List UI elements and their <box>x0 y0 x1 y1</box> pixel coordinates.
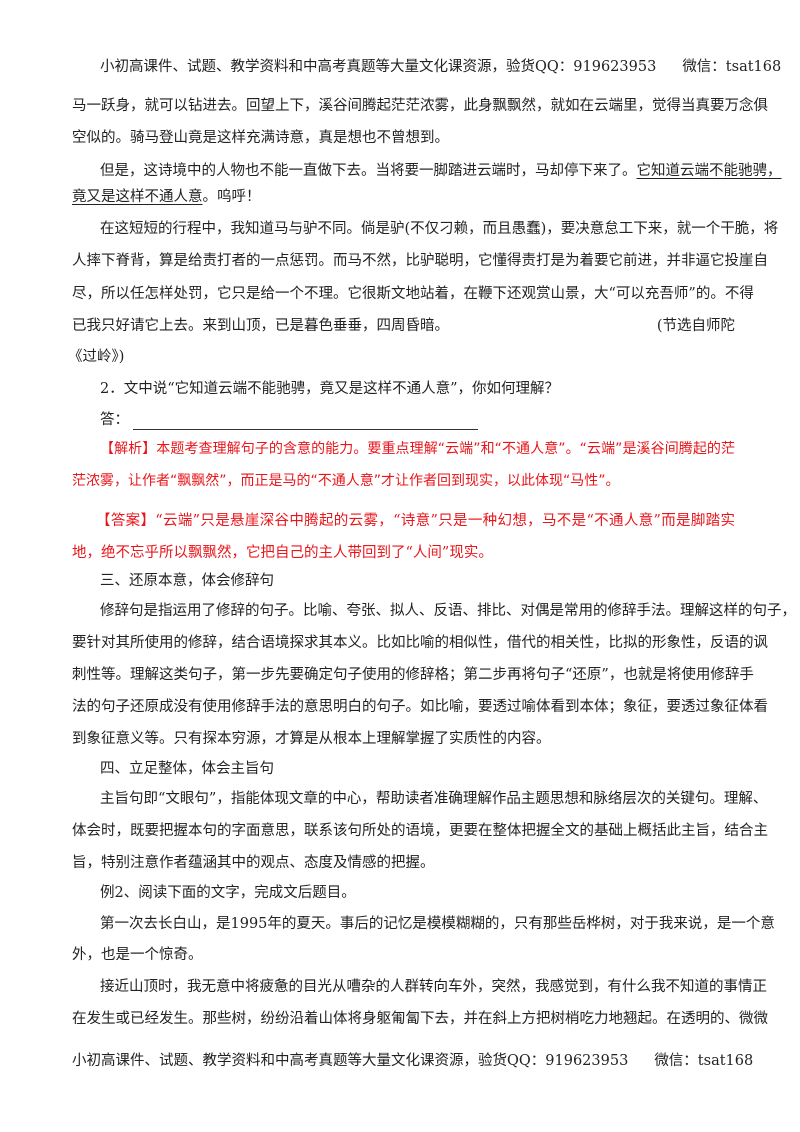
text-line: 要针对其所使用的修辞，结合语境探求其本义。比如比喻的相似性，借代的相关性，比拟的… <box>72 635 768 651</box>
example-2-heading: 例2、阅读下面的文字，完成文后题目。 <box>100 885 356 901</box>
page-header: 小初高课件、试题、教学资料和中高考真题等大量文化课资源，验货QQ：9196239… <box>100 57 781 77</box>
text-line: 到象征意义等。只有探本穷源，才算是从根本上理解掌握了实质性的内容。 <box>72 731 551 747</box>
footer-text: 小初高课件、试题、教学资料和中高考真题等大量文化课资源，验货QQ：9196239… <box>72 1053 629 1069</box>
text-line: 马一跃身，就可以钻进去。回望上下，溪谷间腾起茫茫浓雾，此身飘飘然，就如在云端里，… <box>72 98 768 114</box>
text-line: 在这短短的行程中，我知道马与驴不同。倘是驴(不仅刁赖，而且愚蠢)，要决意怠工下来… <box>100 221 779 237</box>
text-line: 尽，所以任怎样处罚，它只是给一个不理。它很斯文地站着，在鞭下还观赏山景，大“可以… <box>72 286 754 302</box>
text-line: 体会时，既要把握本句的字面意思，联系该句所处的语境，更要在整体把握全文的基础上概… <box>72 823 768 839</box>
text-line: 旨，特别注意作者蕴涵其中的观点、态度及情感的把握。 <box>72 855 435 871</box>
header-text: 小初高课件、试题、教学资料和中高考真题等大量文化课资源，验货QQ：9196239… <box>100 59 657 75</box>
text-line: 人摔下脊背，算是给责打者的一点惩罚。而马不然，比驴聪明，它懂得责打是为着要它前进… <box>72 253 768 269</box>
text-line: 第一次去长白山，是1995年的夏天。事后的记忆是模模糊糊的，只有那些岳桦树，对于… <box>100 916 775 932</box>
source-title: 《过岭》) <box>68 349 125 365</box>
question-2: 2．文中说“它知道云端不能驰骋，竟又是这样不通人意”，你如何理解？ <box>100 381 560 397</box>
footer-wechat: 微信：tsat168 <box>654 1053 754 1069</box>
source-note: (节选自师陀 <box>656 318 735 334</box>
text-line: 但是，这诗境中的人物也不能一直做下去。当将要一脚踏进云端时，马却停下来了。它知道… <box>100 161 782 181</box>
text-line: 刺性等。理解这类句子，第一步先要确定句子使用的修辞格；第二步再将句子“还原”，也… <box>72 667 754 683</box>
text-line: 已我只好请它上去。来到山顶，已是暮色垂垂，四周昏暗。 (节选自师陀 <box>72 316 735 336</box>
text-line: 主旨句即“文眼句”，指能体现文章的中心，帮助读者准确理解作品主题思想和脉络层次的… <box>100 791 768 807</box>
underlined-sentence: 它知道云端不能驰骋， <box>636 163 782 179</box>
text-line: 空似的。骑马登山竟是这样充满诗意，真是想也不曾想到。 <box>72 130 449 146</box>
answer-label: 答： <box>100 412 129 428</box>
analysis-line: 【解析】本题考查理解句子的含意的能力。要重点理解“云端”和“不通人意”。“云端”… <box>100 441 735 457</box>
section-heading-4: 四、立足整体，体会主旨句 <box>100 761 274 777</box>
text-line: 接近山顶时，我无意中将疲惫的目光从嘈杂的人群转向车外，突然，我感觉到，有什么我不… <box>100 979 767 995</box>
text-line: 外，也是一个惊奇。 <box>72 947 203 963</box>
header-wechat: 微信：tsat168 <box>682 59 782 75</box>
page-footer: 小初高课件、试题、教学资料和中高考真题等大量文化课资源，验货QQ：9196239… <box>72 1051 753 1071</box>
analysis-line: 茫浓雾，让作者“飘飘然”，而正是马的“不通人意”才让作者回到现实，以此体现“马性… <box>72 473 620 489</box>
text-span: 。呜呼！ <box>202 189 261 205</box>
section-heading-3: 三、还原本意，体会修辞句 <box>100 573 274 589</box>
answer-line: 答： <box>100 410 735 430</box>
text-span: 已我只好请它上去。来到山顶，已是暮色垂垂，四周昏暗。 <box>72 318 449 334</box>
text-line: 竟又是这样不通人意。呜呼！ <box>72 187 735 207</box>
text-line: 修辞句是指运用了修辞的句子。比喻、夸张、拟人、反语、排比、对偶是常用的修辞手法。… <box>100 603 796 619</box>
answer-blank <box>133 415 478 430</box>
text-span: 但是，这诗境中的人物也不能一直做下去。当将要一脚踏进云端时，马却停下来了。 <box>100 163 637 179</box>
underlined-sentence: 竟又是这样不通人意 <box>72 189 203 205</box>
answer-key-line: 地，绝不忘乎所以飘飘然，它把自己的主人带回到了“人间”现实。 <box>72 545 493 561</box>
text-line: 法的句子还原成没有使用修辞手法的意思明白的句子。如比喻，要透过喻体看到本体；象征… <box>72 699 768 715</box>
answer-key-line: 【答案】“云端”只是悬崖深谷中腾起的云雾，“诗意”只是一种幻想，马不是“不通人意… <box>96 513 735 529</box>
text-line: 在发生或已经发生。那些树，纷纷沿着山体将身躯匍匐下去，并在斜上方把树梢吃力地翘起… <box>72 1011 768 1027</box>
